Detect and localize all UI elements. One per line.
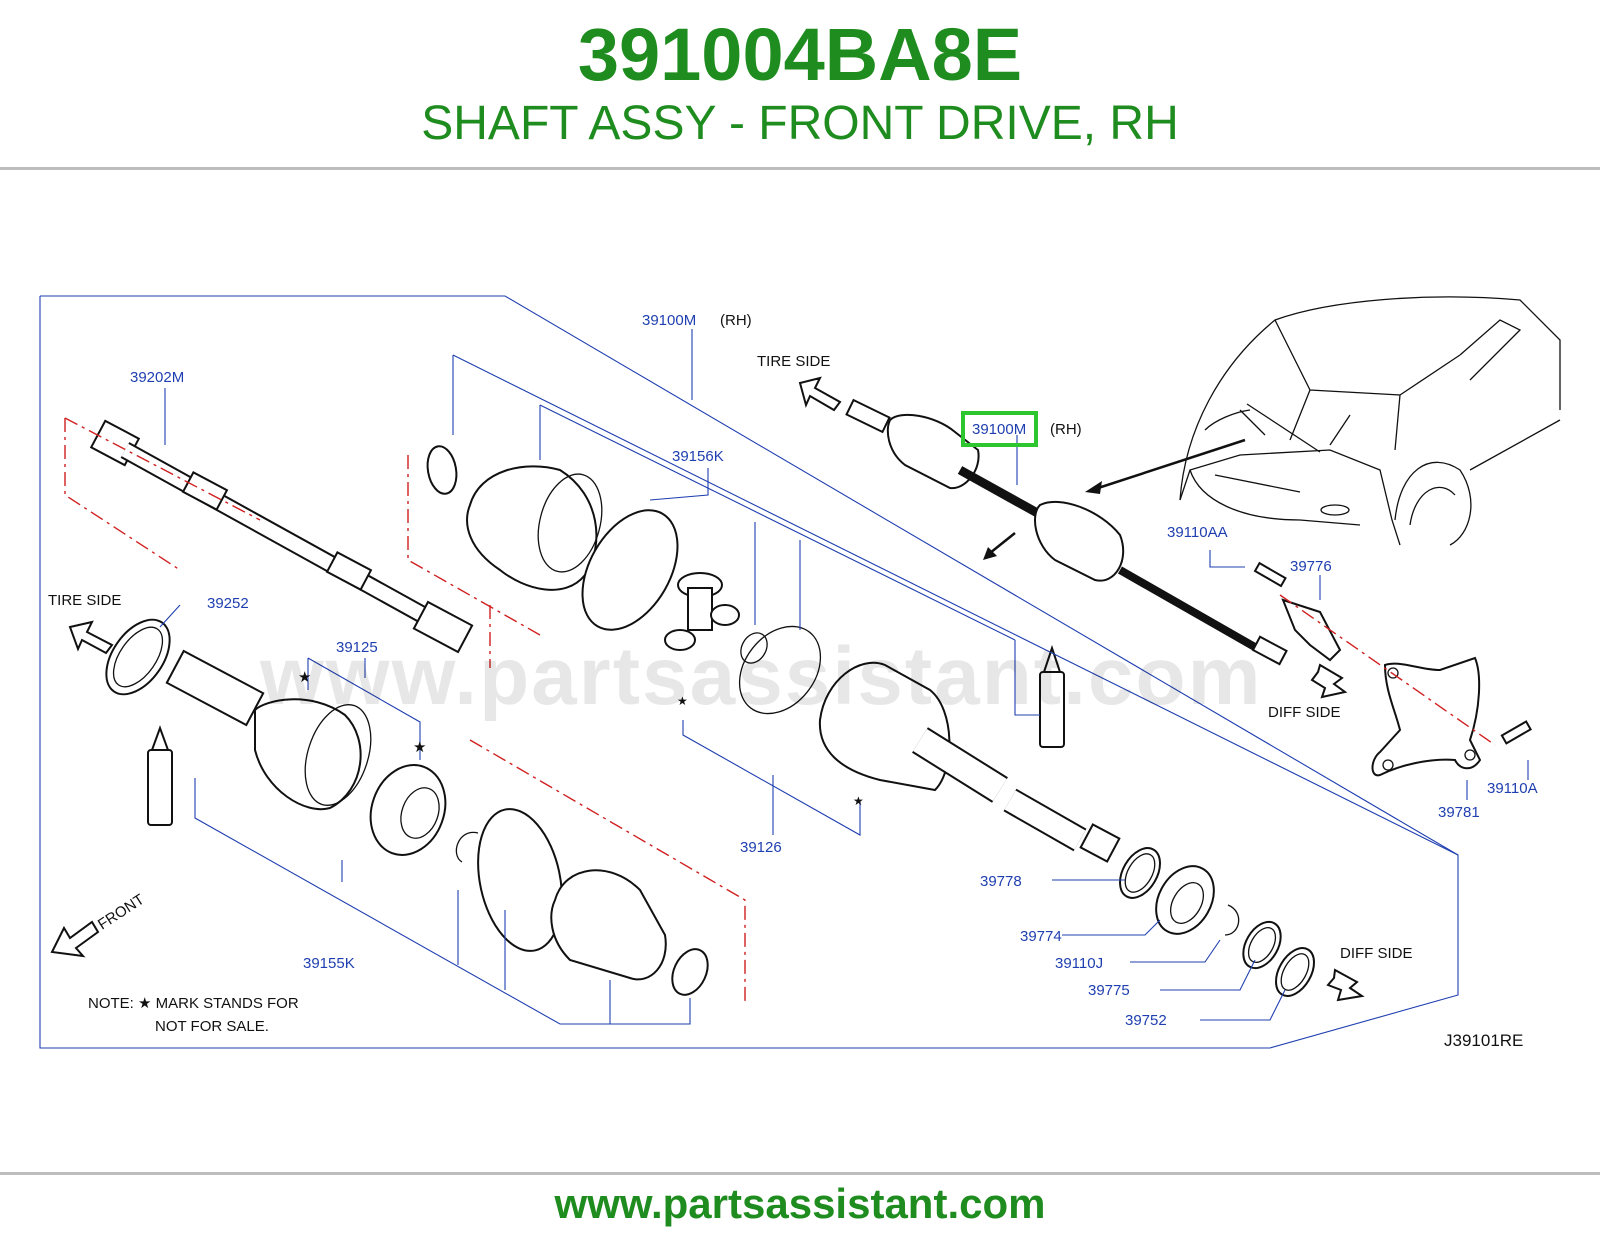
grease-tube-left [147,725,173,826]
boot-band-inner-small [426,445,458,495]
boot-outer [550,869,667,981]
label-39155K[interactable]: 39155K [303,955,355,972]
label-39110AA[interactable]: 39110AA [1167,524,1228,541]
label-39126[interactable]: 39126 [740,839,782,856]
part-number-title: 391004BA8E [577,13,1023,96]
label-39156K[interactable]: 39156K [672,448,724,465]
plate-39776 [1281,598,1342,662]
diagram-code: J39101RE [1444,1031,1523,1050]
note-line-2: NOT FOR SALE. [155,1018,269,1035]
label-rh-highlighted: (RH) [1050,421,1082,438]
watermark: www.partsassistant.com [260,631,1263,722]
tire-side-arrow-left [68,620,114,655]
inner-race-39125 [369,764,447,856]
snap-ring-39110J [1224,904,1240,936]
top-divider [0,167,1600,170]
tire-side-arrow-top [798,376,842,412]
snap-ring-outer [455,831,479,863]
boot-inner [466,465,603,591]
label-39100M-top[interactable]: 39100M [642,312,696,329]
shaft-39202M [89,419,474,654]
label-39778[interactable]: 39778 [980,873,1022,890]
tripod-spider [664,572,740,651]
label-rh-top: (RH) [720,312,752,329]
diff-side-label-mid: DIFF SIDE [1268,704,1341,721]
ring-39778 [1119,847,1161,899]
shaft-down-arrow [989,532,1016,554]
highlight-box-39100M[interactable] [961,411,1038,447]
star-mark-3: ★ [677,694,688,708]
header: 391004BA8E SHAFT ASSY - FRONT DRIVE, RH [0,0,1600,168]
label-39110J[interactable]: 39110J [1055,955,1103,972]
part-name-subtitle: SHAFT ASSY - FRONT DRIVE, RH [421,97,1179,150]
grease-tube-right [1039,644,1065,748]
label-39252[interactable]: 39252 [207,595,249,612]
label-39100M-highlighted[interactable]: 39100M [972,421,1026,438]
leader-lines [159,329,1529,1025]
front-label: FRONT [95,891,148,933]
star-mark-4: ★ [853,794,864,808]
star-mark-2: ★ [413,739,426,756]
seal-ring-39252 [105,618,171,696]
bracket-39781 [1371,656,1482,777]
footer-url[interactable]: www.partsassistant.com [554,1180,1046,1227]
diff-side-arrow-mid [1310,663,1348,699]
diagram-frame [39,295,1459,1049]
label-39776[interactable]: 39776 [1290,558,1332,575]
label-39775[interactable]: 39775 [1088,982,1130,999]
label-39110A[interactable]: 39110A [1487,780,1538,797]
bottom-divider [0,1172,1600,1175]
ring-39775 [1242,920,1282,970]
label-39752[interactable]: 39752 [1125,1012,1167,1029]
boot-band-inner-large [581,509,679,631]
assembled-drive-shaft [845,398,1288,666]
snap-ring-inner [740,632,768,664]
boot-band-small [671,948,709,996]
outer-joint-housing [165,649,372,811]
label-39125[interactable]: 39125 [336,639,378,656]
boot-band-outer [477,808,563,952]
vehicle-outline [1179,296,1561,546]
bolt-39110A [1500,720,1532,745]
diff-side-label-bottom: DIFF SIDE [1340,945,1413,962]
bolt-39110AA [1253,561,1287,588]
diff-side-arrow-bottom [1326,968,1365,1002]
inner-joint-housing-39126 [818,661,1121,863]
label-39774[interactable]: 39774 [1020,928,1062,945]
front-arrow [50,920,100,958]
note-line-1: NOTE: ★ MARK STANDS FOR [88,995,299,1012]
parts-diagram: TIRE SIDE DIFF SIDE TIRE SIDE [39,295,1561,1050]
vehicle-pointer-arrow [1091,438,1246,492]
tire-side-label-left: TIRE SIDE [48,592,121,609]
o-ring [738,625,822,715]
label-39202M[interactable]: 39202M [130,369,184,386]
bearing-39774 [1155,865,1215,935]
label-39781[interactable]: 39781 [1438,804,1480,821]
seal-39752 [1275,947,1315,997]
tire-side-label-top: TIRE SIDE [757,353,830,370]
star-mark-1: ★ [298,669,311,686]
